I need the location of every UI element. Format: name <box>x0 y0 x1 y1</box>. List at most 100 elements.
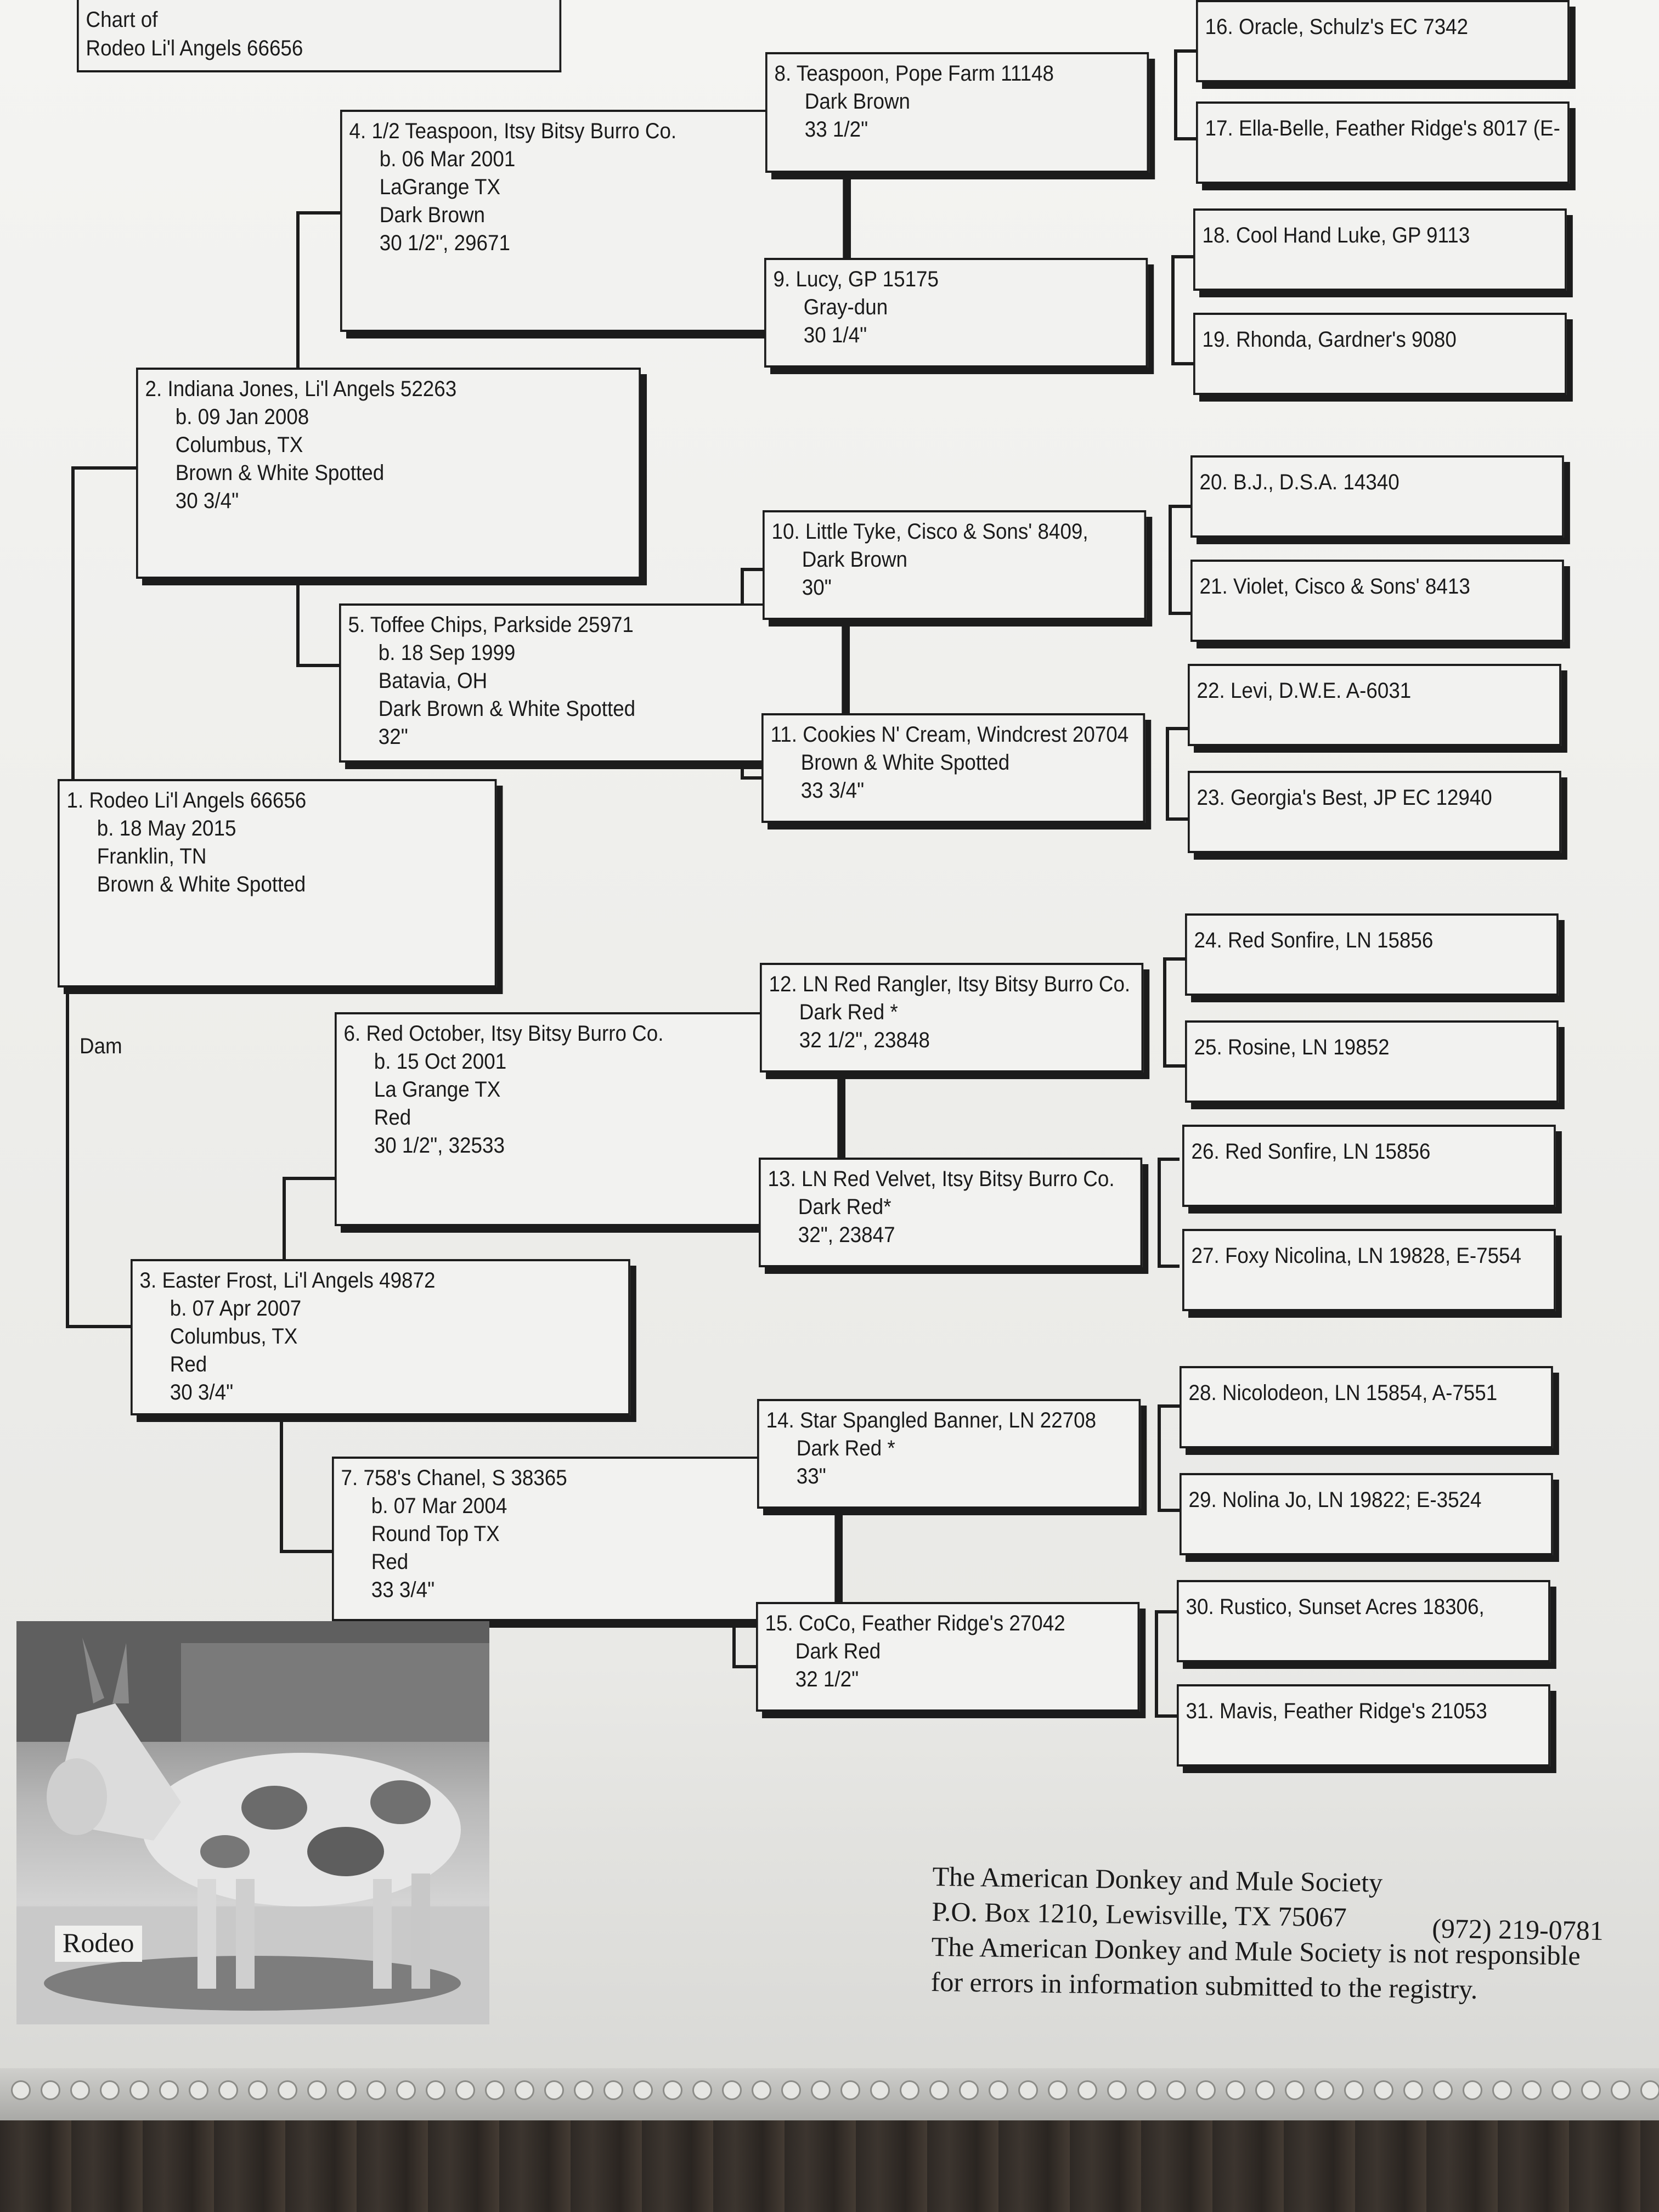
pedigree-box-8: 8. Teaspoon, Pope Farm 11148 Dark Brown … <box>765 52 1149 173</box>
pedigree-box-7: 7. 758's Chanel, S 38365 b. 07 Mar 2004 … <box>332 1457 837 1621</box>
pedigree-detail: 32", 23847 <box>798 1223 895 1247</box>
pedigree-detail: Dark Brown <box>804 89 910 114</box>
pedigree-detail: Brown & White Spotted <box>97 872 306 896</box>
connector-line <box>1158 1158 1180 1161</box>
pedigree-box-13: 13. LN Red Velvet, Itsy Bitsy Burro Co. … <box>759 1158 1143 1267</box>
connector-line <box>283 1177 337 1180</box>
connector-line <box>741 776 765 780</box>
pedigree-box-14: 14. Star Spangled Banner, LN 22708 Dark … <box>757 1399 1141 1509</box>
pedigree-name: 15. CoCo, Feather Ridge's 27042 <box>765 1611 1065 1635</box>
pedigree-name: 2. Indiana Jones, Li'l Angels 52263 <box>145 377 457 401</box>
pedigree-name: 17. Ella-Belle, Feather Ridge's 8017 (E- <box>1205 116 1560 140</box>
connector-line <box>71 466 137 470</box>
binder-hole <box>426 2080 445 2100</box>
pedigree-detail: b. 07 Apr 2007 <box>170 1296 302 1321</box>
pedigree-name: 10. Little Tyke, Cisco & Sons' 8409, <box>771 520 1088 544</box>
pedigree-detail: b. 06 Mar 2001 <box>379 147 516 171</box>
pedigree-name: 22. Levi, D.W.E. A-6031 <box>1197 679 1412 703</box>
connector-line <box>1163 1064 1185 1068</box>
pedigree-detail: 33 3/4" <box>800 778 865 803</box>
connector-line <box>1169 505 1190 508</box>
binder-hole <box>1314 2080 1334 2100</box>
pedigree-name: 20. B.J., D.S.A. 14340 <box>1199 470 1400 494</box>
pedigree-box-21: 21. Violet, Cisco & Sons' 8413 <box>1190 560 1564 642</box>
connector-line <box>1171 255 1193 258</box>
binder-hole <box>1344 2080 1364 2100</box>
connector-line <box>1166 727 1169 820</box>
binder-hole <box>929 2080 949 2100</box>
connector-line <box>1174 49 1196 53</box>
pedigree-box-6: 6. Red October, Itsy Bitsy Burro Co. b. … <box>335 1012 839 1226</box>
pedigree-detail: Red <box>371 1550 409 1574</box>
pedigree-detail: Dark Brown & White Spotted <box>378 697 636 721</box>
pedigree-box-9: 9. Lucy, GP 15175 Gray-dun 30 1/4" <box>764 258 1148 368</box>
binder-hole <box>366 2080 386 2100</box>
pedigree-box-28: 28. Nicolodeon, LN 15854, A-7551 <box>1180 1366 1553 1448</box>
pedigree-detail: La Grange TX <box>374 1077 501 1102</box>
connector-line <box>1163 957 1166 1067</box>
pedigree-name: 27. Foxy Nicolina, LN 19828, E-7554 <box>1191 1244 1521 1268</box>
pedigree-name: 19. Rhonda, Gardner's 9080 <box>1202 328 1457 352</box>
pedigree-detail: 32 1/2", 23848 <box>799 1028 930 1052</box>
binder-hole <box>248 2080 268 2100</box>
pedigree-detail: 30" <box>802 575 832 600</box>
pedigree-detail: Columbus, TX <box>170 1324 298 1348</box>
pedigree-name: 30. Rustico, Sunset Acres 18306, <box>1186 1595 1485 1619</box>
binder-hole <box>1433 2080 1453 2100</box>
society-footer: The American Donkey and Mule Society P.O… <box>930 1859 1604 2008</box>
binder-hole <box>1640 2080 1659 2100</box>
photo-caption: Rodeo <box>55 1926 142 1962</box>
pedigree-name: 11. Cookies N' Cream, Windcrest 20704 <box>770 723 1129 747</box>
pedigree-name: 9. Lucy, GP 15175 <box>773 267 939 291</box>
binder-hole <box>1581 2080 1601 2100</box>
connector-line <box>1169 505 1172 614</box>
pedigree-detail: Brown & White Spotted <box>800 751 1010 775</box>
binder-hole <box>455 2080 475 2100</box>
pedigree-detail: Red <box>374 1105 411 1130</box>
pedigree-box-29: 29. Nolina Jo, LN 19822; E-3524 <box>1180 1473 1553 1555</box>
binder-hole <box>1255 2080 1275 2100</box>
pedigree-box-31: 31. Mavis, Feather Ridge's 21053 <box>1177 1684 1550 1767</box>
binder-hole <box>70 2080 90 2100</box>
pedigree-name: 31. Mavis, Feather Ridge's 21053 <box>1186 1699 1487 1723</box>
chart-header-line2: Rodeo Li'l Angels 66656 <box>86 36 303 60</box>
connector-line <box>1171 362 1193 365</box>
pedigree-box-3-dam: 3. Easter Frost, Li'l Angels 49872 b. 07… <box>131 1259 630 1415</box>
connector-line <box>1158 1265 1180 1268</box>
connector-line <box>296 211 300 368</box>
binder-hole <box>1137 2080 1156 2100</box>
binder-hole <box>900 2080 919 2100</box>
connector-line <box>296 664 340 667</box>
binder-hole <box>574 2080 594 2100</box>
pedigree-detail: b. 15 Oct 2001 <box>374 1049 507 1074</box>
pedigree-detail: 32 1/2" <box>795 1667 859 1691</box>
chart-header-line1: Chart of <box>86 8 158 32</box>
connector-line <box>1166 727 1188 730</box>
binder-hole <box>811 2080 831 2100</box>
pedigree-detail: Dark Red <box>795 1639 881 1663</box>
pedigree-name: 14. Star Spangled Banner, LN 22708 <box>766 1408 1097 1432</box>
connector-line <box>71 466 75 779</box>
connector-line <box>66 1325 132 1328</box>
binder-hole <box>278 2080 297 2100</box>
pedigree-detail: b. 18 Sep 1999 <box>378 641 516 665</box>
pedigree-box-25: 25. Rosine, LN 19852 <box>1185 1020 1559 1103</box>
connector-line <box>280 1550 335 1553</box>
pedigree-detail: 32" <box>378 725 408 749</box>
connector-line <box>296 576 300 667</box>
pedigree-detail: Columbus, TX <box>175 433 303 457</box>
pedigree-name: 4. 1/2 Teaspoon, Itsy Bitsy Burro Co. <box>349 119 677 143</box>
pedigree-name: 8. Teaspoon, Pope Farm 11148 <box>774 61 1054 86</box>
binder-hole <box>189 2080 208 2100</box>
dam-label: Dam <box>80 1034 122 1058</box>
pedigree-detail: Batavia, OH <box>378 669 488 693</box>
binder-hole <box>129 2080 149 2100</box>
pedigree-box-30: 30. Rustico, Sunset Acres 18306, <box>1177 1580 1550 1662</box>
pedigree-box-2-sire: 2. Indiana Jones, Li'l Angels 52263 b. 0… <box>136 368 641 579</box>
connector-line <box>1174 137 1196 140</box>
binder-hole <box>1374 2080 1393 2100</box>
pedigree-detail: Red <box>170 1352 207 1376</box>
pedigree-box-18: 18. Cool Hand Luke, GP 9113 <box>1193 208 1567 291</box>
binder-hole <box>692 2080 712 2100</box>
pedigree-box-20: 20. B.J., D.S.A. 14340 <box>1190 455 1564 538</box>
